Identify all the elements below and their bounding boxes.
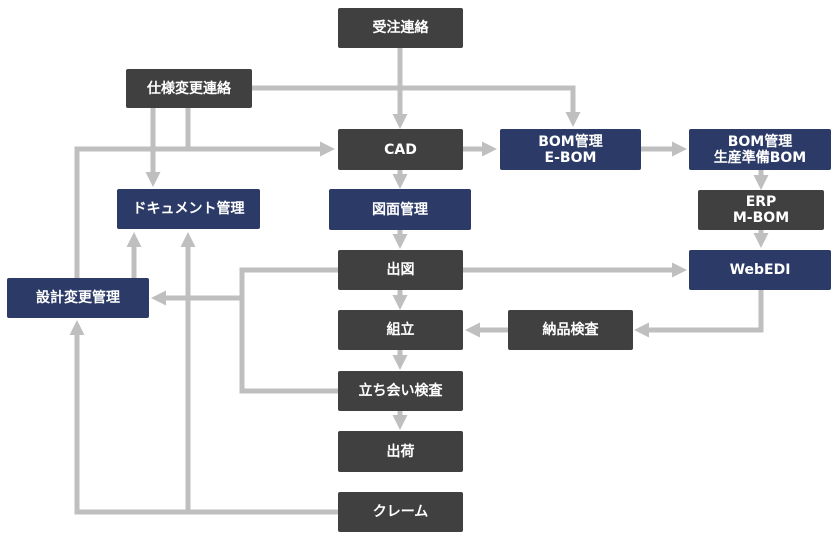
bom-ebom-node: BOM管理 E-BOM xyxy=(500,129,641,170)
erp-mbom-node: ERP M-BOM xyxy=(698,190,824,230)
spec-change-contact-node: 仕様変更連絡 xyxy=(126,69,252,108)
bom-ebom-line2: E-BOM xyxy=(544,149,597,166)
arrow-witness-to-designchange xyxy=(239,267,338,394)
erp-line2: M-BOM xyxy=(732,210,790,226)
drawing-release-node: 出図 xyxy=(338,250,463,290)
document-management-node: ドキュメント管理 xyxy=(117,189,260,229)
receiving-inspection-node: 納品検査 xyxy=(508,310,633,350)
shipment-node: 出荷 xyxy=(338,431,463,472)
bom-prod-line2: 生産準備BOM xyxy=(713,149,807,166)
design-change-management-node: 設計変更管理 xyxy=(7,278,149,318)
arrow-claim-to-document xyxy=(180,232,338,515)
arrow-designchange-to-cad xyxy=(74,146,188,278)
arrow-claim-to-designchange xyxy=(69,320,188,515)
bom-production-prep-node: BOM管理 生産準備BOM xyxy=(689,129,831,170)
arrow-spec-to-cad xyxy=(185,108,335,157)
arrow-spec-to-ebom xyxy=(252,85,581,127)
webedi-node: WebEDI xyxy=(689,250,831,290)
cad-node: CAD xyxy=(338,129,463,170)
erp-line1: ERP xyxy=(745,194,777,210)
arrow-webedi-to-receiving xyxy=(634,290,764,338)
bom-prod-line1: BOM管理 xyxy=(727,133,793,150)
order-contact-node: 受注連絡 xyxy=(338,8,463,48)
claim-node: クレーム xyxy=(338,492,463,532)
bom-ebom-line1: BOM管理 xyxy=(538,133,603,150)
drawing-management-node: 図面管理 xyxy=(329,189,471,230)
assembly-node: 組立 xyxy=(338,310,463,350)
witness-inspection-node: 立ち会い検査 xyxy=(338,371,463,411)
